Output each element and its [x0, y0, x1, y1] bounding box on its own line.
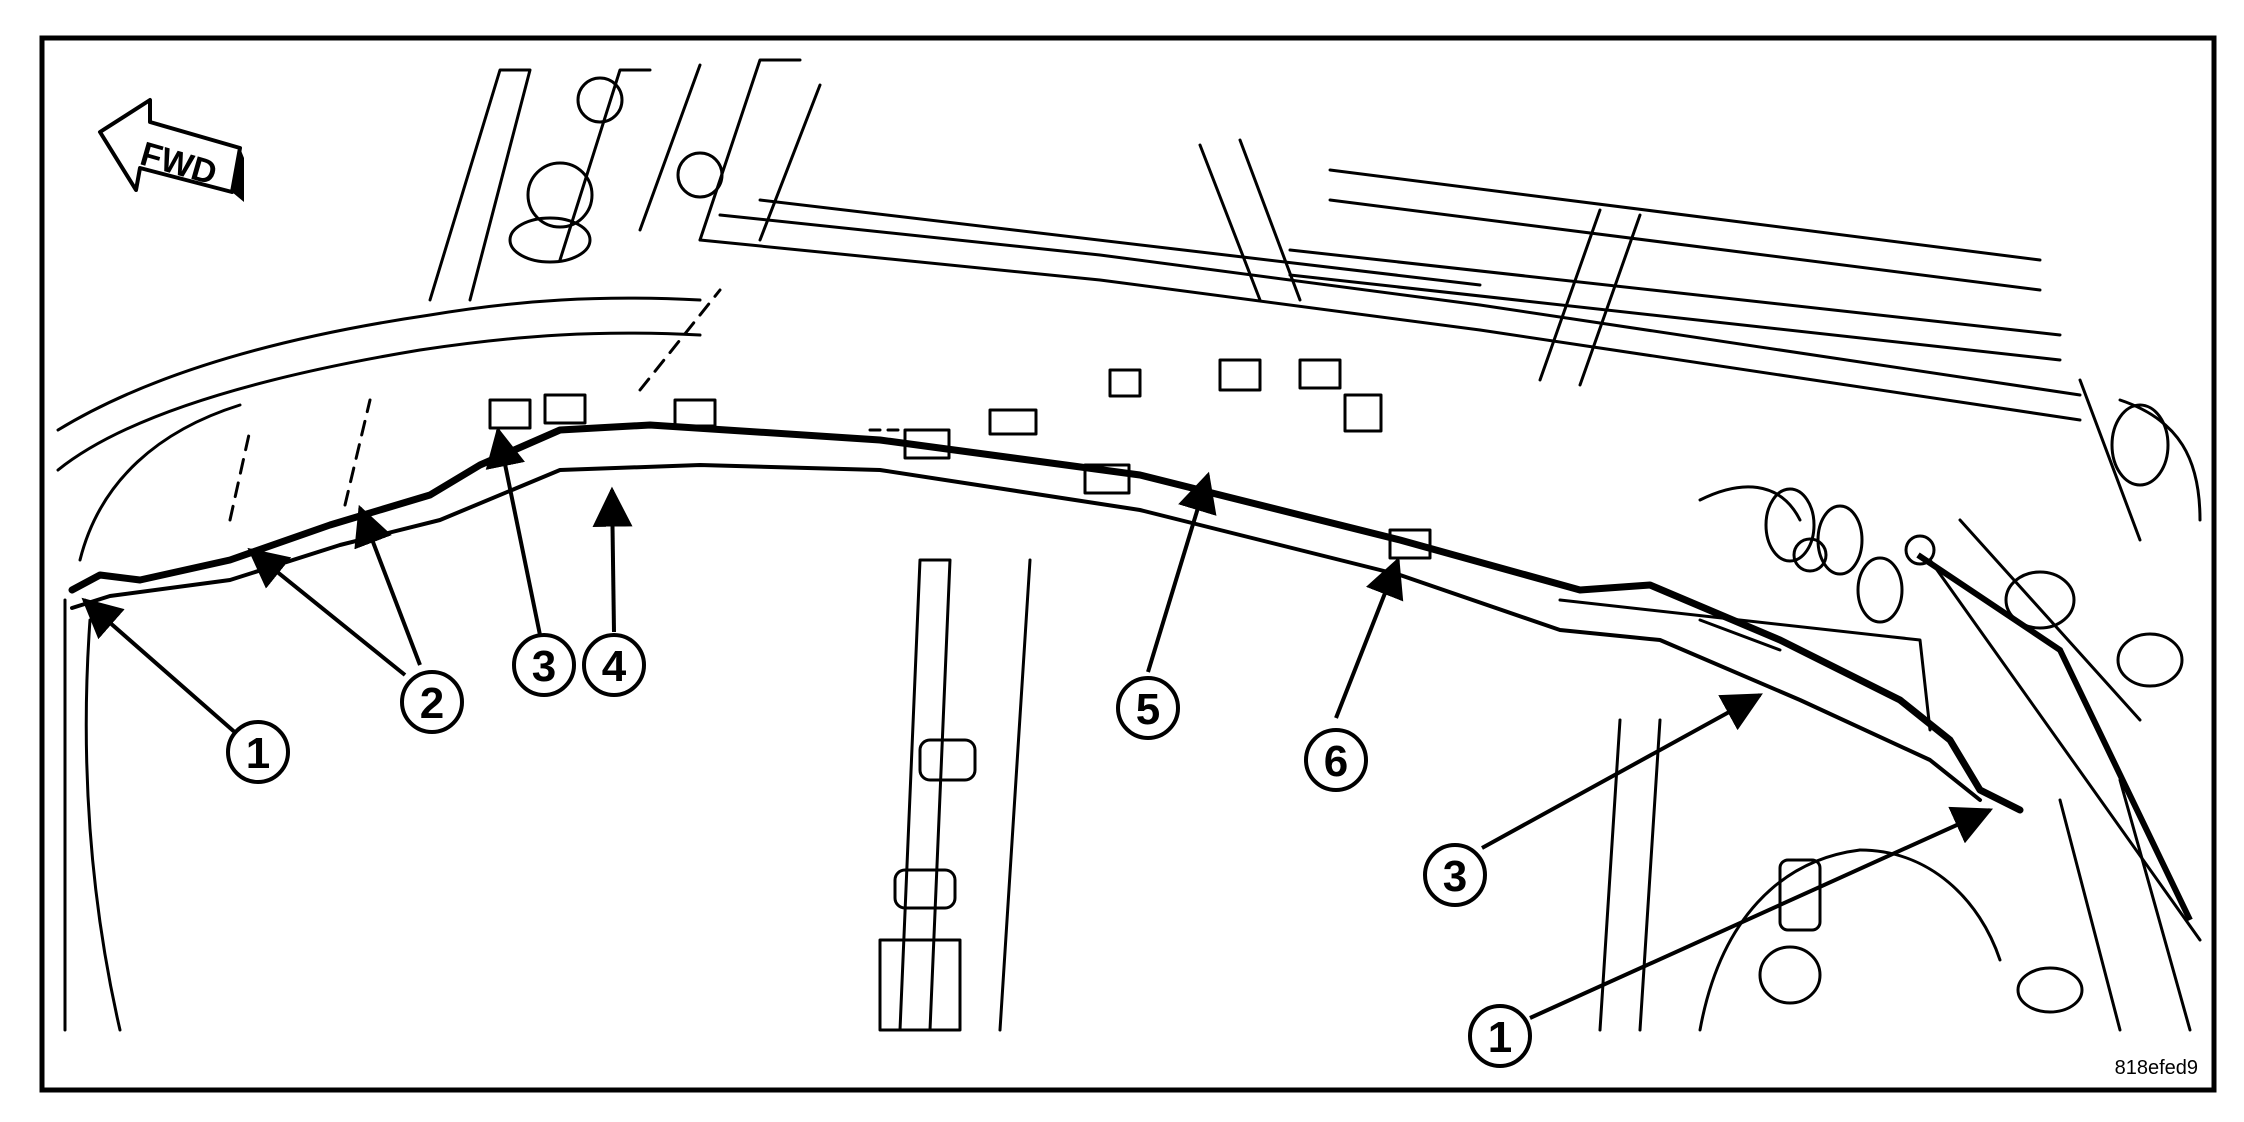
callout-5: 5: [1116, 676, 1180, 740]
leader-4: [592, 486, 633, 633]
callout-3b: 3: [1423, 843, 1487, 907]
svg-text:1: 1: [246, 729, 270, 778]
leader-2b: [354, 504, 422, 666]
svg-text:4: 4: [602, 642, 627, 691]
svg-text:6: 6: [1324, 737, 1348, 786]
callouts: 1 2 3 4 5 6 3 1: [226, 633, 1532, 1068]
svg-text:3: 3: [532, 642, 556, 691]
leader-3a: [485, 426, 542, 636]
callout-6: 6: [1304, 728, 1368, 792]
curtain-airbag: [68, 421, 2024, 814]
figure-code: 818efed9: [2115, 1057, 2198, 1079]
svg-text:2: 2: [420, 679, 444, 728]
callout-1a: 1: [226, 720, 290, 784]
svg-text:5: 5: [1136, 685, 1160, 734]
svg-text:1: 1: [1488, 1013, 1512, 1062]
leader-1a: [81, 597, 240, 737]
leader-1b: [1529, 806, 1994, 1020]
wire-harness: [1916, 552, 2193, 922]
leader-3b: [1481, 693, 1763, 850]
fwd-arrow: FWD: [98, 98, 244, 202]
callout-1b: 1: [1468, 1004, 1532, 1068]
diagram-frame: [39, 35, 2217, 1093]
callout-4: 4: [582, 633, 646, 697]
leader-lines: [81, 426, 1994, 1020]
svg-text:3: 3: [1443, 852, 1467, 901]
leader-6: [1334, 556, 1404, 719]
leader-5: [1146, 471, 1217, 673]
callout-3a: 3: [512, 633, 576, 697]
vehicle-structure: [56, 58, 2202, 1032]
callout-2: 2: [400, 670, 464, 734]
leader-2a: [247, 547, 407, 677]
